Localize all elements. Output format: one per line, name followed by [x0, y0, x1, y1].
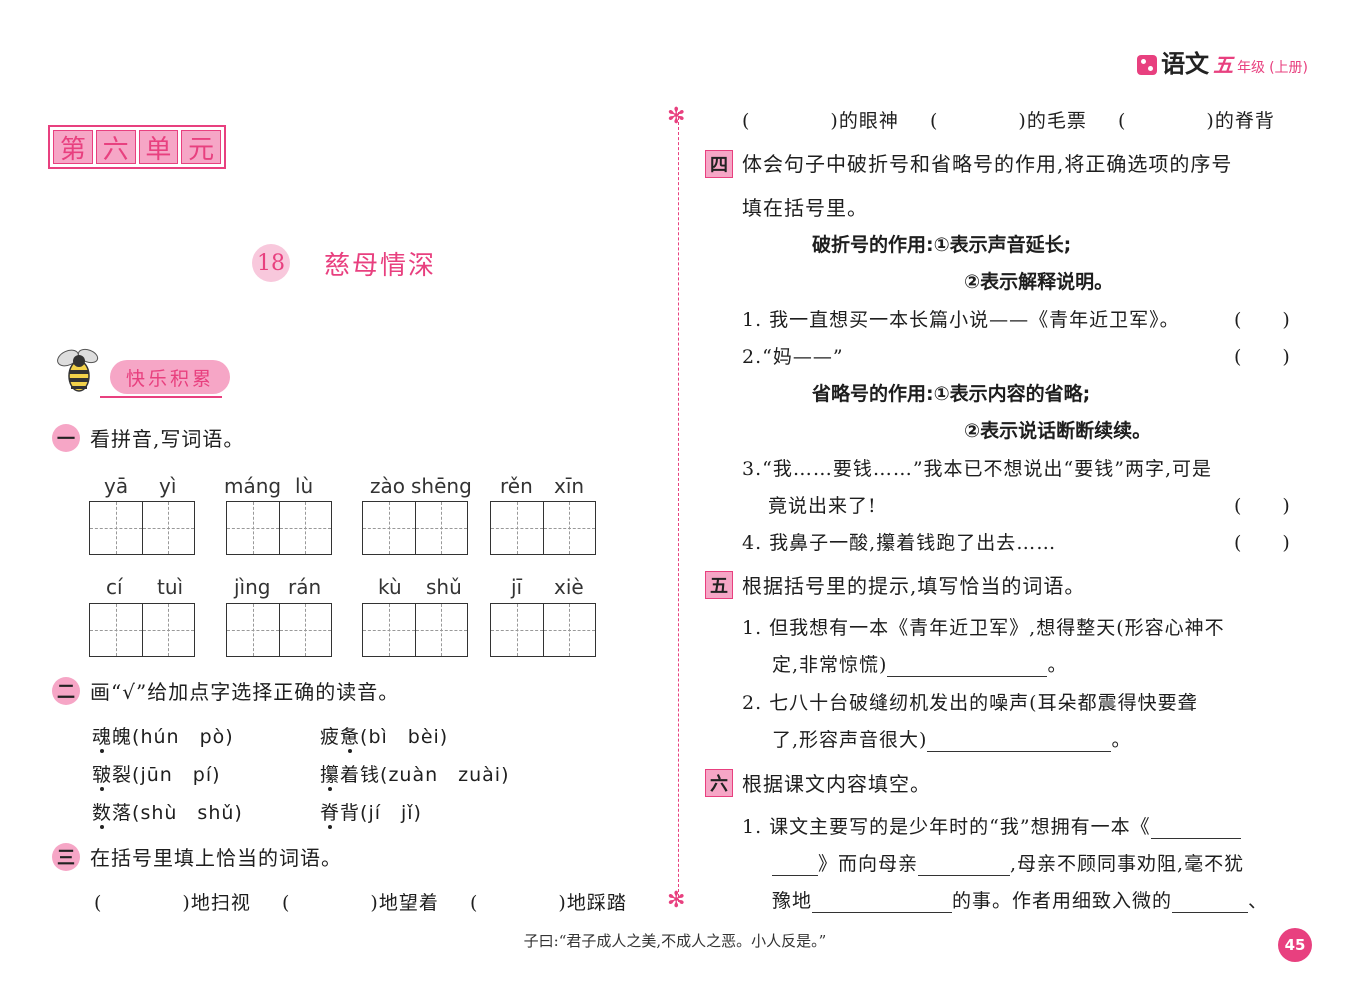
question-text: 1. 课文主要写的是少年时的“我”想拥有一本《	[742, 812, 1241, 839]
pinyin: cí	[106, 575, 123, 599]
pinyin: kù	[378, 575, 402, 599]
section-number-badge: 四	[705, 150, 733, 178]
brand-grade: 五	[1213, 53, 1234, 77]
question-text-cont: 竟说出来了!	[768, 495, 877, 517]
answer-blank[interactable]	[812, 890, 953, 913]
answer-blank[interactable]	[927, 729, 1112, 752]
section-number-badge: 一	[52, 424, 80, 452]
brand-dice-icon	[1137, 55, 1158, 75]
section-instruction: 根据课文内容填空。	[742, 772, 931, 796]
pinyin: yā	[104, 474, 129, 498]
question-text: 3.“我……要钱……”我本已不想说出“要钱”两字,可是	[742, 458, 1213, 480]
brand-volume: (上册)	[1269, 60, 1308, 76]
question-text: 1. 但我想有一本《青年近卫军》,想得整天(形容心神不	[742, 617, 1225, 639]
section-number-badge: 三	[52, 843, 80, 871]
writing-grid[interactable]	[490, 603, 596, 657]
question-text: 1. 我一直想买一本长篇小说——《青年近卫军》。	[742, 309, 1180, 331]
fill-blank-item[interactable]: ( )地踩踏	[470, 892, 627, 914]
section-instruction: 体会句子中破折号和省略号的作用,将正确选项的序号	[742, 152, 1233, 176]
lesson-number: 18	[252, 244, 290, 282]
happy-accumulation-badge: 快乐积累	[110, 360, 230, 394]
section-instruction: 根据括号里的提示,填写恰当的词语。	[742, 574, 1086, 598]
unit-title-box: 第 六 单 元	[48, 125, 226, 169]
writing-grid[interactable]	[226, 603, 332, 657]
star-divider-icon: ✻	[667, 104, 686, 129]
section-number-badge: 六	[705, 769, 733, 797]
fill-blank-item[interactable]: ( )地望着	[282, 892, 439, 914]
pronunciation-item: 皲裂(jūn pí)	[92, 764, 221, 786]
pinyin: tuì	[157, 575, 184, 599]
pinyin: xīn	[554, 474, 585, 498]
fill-blank-item[interactable]: ( )地扫视	[94, 892, 251, 914]
pinyin: xiè	[554, 575, 584, 599]
ellipsis-usage-option: ②表示说话断断续续。	[964, 420, 1152, 442]
section-instruction: 在括号里填上恰当的词语。	[90, 846, 342, 870]
writing-grid[interactable]	[89, 603, 195, 657]
answer-blank[interactable]	[918, 853, 1011, 876]
badge-underline	[100, 396, 222, 398]
writing-grid[interactable]	[226, 501, 332, 555]
section-instruction-cont: 填在括号里。	[742, 196, 868, 220]
writing-grid[interactable]	[362, 501, 468, 555]
pinyin: jìng	[234, 575, 271, 599]
dash-usage-label: 破折号的作用:①表示声音延长;	[812, 234, 1072, 256]
brand-header: 语文 五 年级 (上册)	[1137, 44, 1308, 79]
unit-char: 元	[181, 130, 221, 165]
answer-paren[interactable]: ( )	[1234, 532, 1291, 554]
unit-char: 单	[138, 130, 179, 165]
unit-char: 第	[53, 130, 93, 165]
writing-grid[interactable]	[490, 501, 596, 555]
brand-grade-suffix: 年级	[1237, 60, 1266, 76]
section-instruction: 画“√”给加点字选择正确的读音。	[90, 680, 400, 704]
bee-icon	[57, 348, 99, 392]
pronunciation-item: 脊背(jí jǐ)	[320, 802, 422, 824]
question-text-cont: 了,形容声音很大) 。	[772, 729, 1132, 752]
pinyin: shēng	[411, 474, 472, 498]
footer-quote: 子曰:“君子成人之美,不成人之恶。小人反是。”	[523, 932, 827, 950]
pinyin: zào	[370, 474, 405, 498]
answer-paren[interactable]: ( )	[1234, 495, 1291, 517]
pronunciation-item: 疲惫(bì bèi)	[320, 726, 449, 748]
answer-blank[interactable]	[1172, 890, 1249, 913]
question-text-cont: 豫地 的事。作者用细致入微的 、	[772, 890, 1269, 913]
pronunciation-item: 数落(shù shǔ)	[92, 802, 243, 824]
answer-paren[interactable]: ( )	[1234, 309, 1291, 331]
fill-blank-item[interactable]: ( )的眼神	[742, 110, 899, 132]
pinyin: yì	[159, 474, 177, 498]
pinyin: lù	[295, 474, 314, 498]
section-number-badge: 五	[705, 571, 733, 599]
fill-blank-item[interactable]: ( )的脊背	[1118, 110, 1275, 132]
page-number: 45	[1278, 928, 1312, 962]
pronunciation-item: 魂魄(hún pò)	[92, 726, 234, 748]
pinyin: shǔ	[426, 575, 462, 599]
section-number-badge: 二	[52, 677, 80, 705]
star-divider-icon: ✻	[667, 888, 686, 913]
lesson-title: 慈母情深	[324, 251, 437, 281]
question-text: 4. 我鼻子一酸,攥着钱跑了出去……	[742, 532, 1057, 554]
brand-title: 语文	[1161, 50, 1210, 78]
pronunciation-item: 攥着钱(zuàn zuài)	[320, 764, 510, 786]
dash-usage-option: ②表示解释说明。	[964, 271, 1114, 293]
section-instruction: 看拼音,写词语。	[90, 427, 245, 451]
answer-blank[interactable]	[887, 654, 1048, 677]
question-text: 2.“妈——”	[742, 346, 844, 368]
question-text-cont: 》而向母亲 ,母亲不顾同事劝阻,毫不犹	[772, 849, 1244, 876]
writing-grid[interactable]	[89, 501, 195, 555]
pinyin: jī	[511, 575, 523, 599]
answer-blank[interactable]	[1150, 816, 1241, 839]
answer-paren[interactable]: ( )	[1234, 346, 1291, 368]
question-text-cont: 定,非常惊慌) 。	[772, 654, 1068, 677]
pinyin: máng	[224, 474, 282, 498]
writing-grid[interactable]	[362, 603, 468, 657]
ellipsis-usage-label: 省略号的作用:①表示内容的省略;	[812, 383, 1091, 405]
unit-char: 六	[95, 130, 136, 165]
question-text: 2. 七八十台破缝纫机发出的噪声(耳朵都震得快要聋	[742, 692, 1198, 714]
fill-blank-item[interactable]: ( )的毛票	[930, 110, 1087, 132]
pinyin: rán	[288, 575, 322, 599]
pinyin: rěn	[500, 474, 533, 498]
answer-blank[interactable]	[772, 853, 818, 876]
page-divider	[678, 112, 679, 902]
